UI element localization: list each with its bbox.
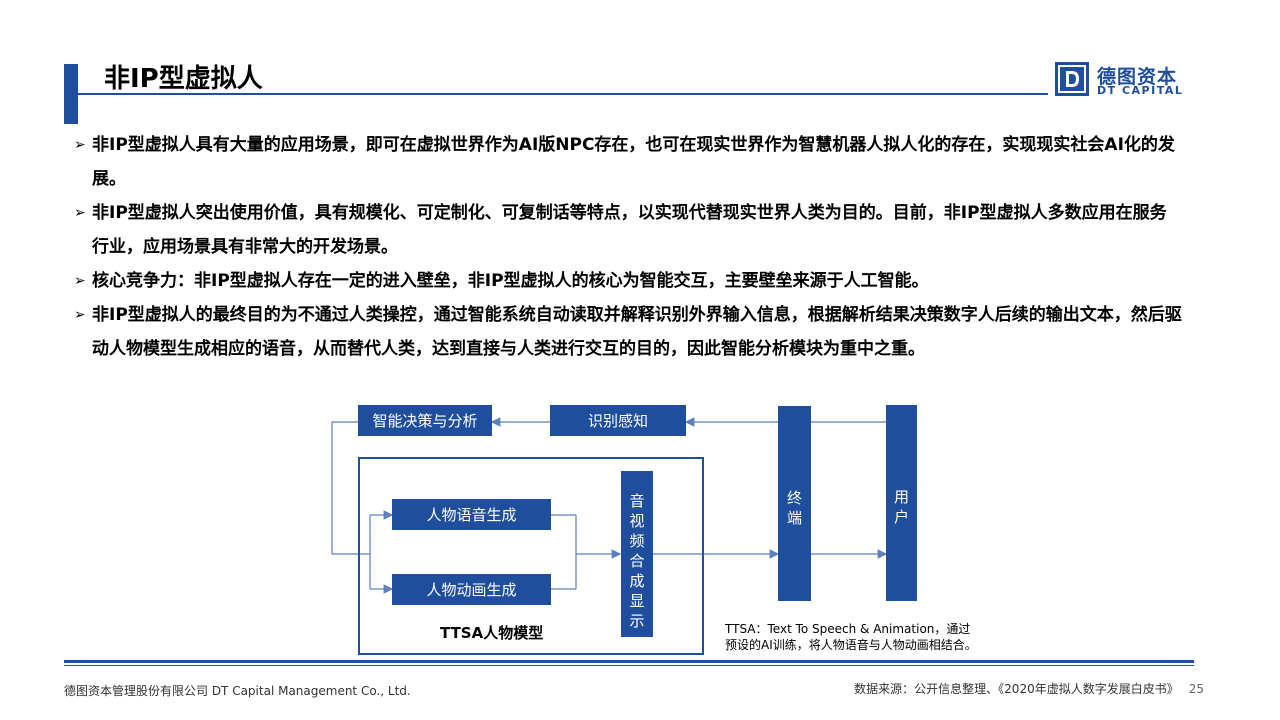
- title-accent-bar: [64, 64, 78, 124]
- bullet-arrow-icon: ➢: [74, 205, 86, 221]
- ttsa-model-frame: [358, 457, 704, 655]
- footer-source: 数据来源：公开信息整理、《2020年虚拟人数字发展白皮书》 25: [854, 680, 1204, 697]
- logo-english-name: DT CAPITAL: [1097, 84, 1184, 97]
- ttsa-note-line2: 预设的AI训练，将人物语音与人物动画相结合。: [725, 638, 977, 652]
- user-box: 用户: [886, 405, 917, 601]
- bullet-arrow-icon: ➢: [74, 307, 86, 323]
- bullet-text: 非IP型虚拟人具有大量的应用场景，即可在虚拟世界作为AI版NPC存在，也可在现实…: [92, 135, 1175, 189]
- terminal-box: 终端: [778, 406, 811, 601]
- bullet-text: 核心竞争力：非IP型虚拟人存在一定的进入壁垒，非IP型虚拟人的核心为智能交互，主…: [92, 271, 929, 291]
- animation-generation-box: 人物动画生成: [392, 574, 551, 605]
- ttsa-note-line1: TTSA：Text To Speech & Animation，通过: [725, 622, 971, 636]
- ttsa-note: TTSA：Text To Speech & Animation，通过 预设的AI…: [725, 621, 977, 653]
- terminal-label: 终端: [786, 489, 802, 527]
- page-title: 非IP型虚拟人: [104, 64, 263, 94]
- bullet-item: ➢ 非IP型虚拟人突出使用价值，具有规模化、可定制化、可复制话等特点，以实现代替…: [72, 196, 1182, 264]
- footer-source-text: 数据来源：公开信息整理、《2020年虚拟人数字发展白皮书》: [854, 682, 1179, 696]
- av-synthesis-label: 音视频合成显示: [629, 492, 645, 630]
- bullet-arrow-icon: ➢: [74, 273, 86, 289]
- speech-generation-box: 人物语音生成: [392, 499, 551, 530]
- title-underline: [78, 93, 1048, 95]
- bullet-item: ➢ 非IP型虚拟人的最终目的为不通过人类操控，通过智能系统自动读取并解释识别外界…: [72, 298, 1182, 366]
- company-logo: 德图资本 DT CAPITAL: [1055, 62, 1195, 98]
- bullet-text: 非IP型虚拟人突出使用价值，具有规模化、可定制化、可复制话等特点，以实现代替现实…: [92, 203, 1167, 257]
- logo-chinese-name: 德图资本: [1097, 66, 1178, 88]
- bullet-item: ➢ 核心竞争力：非IP型虚拟人存在一定的进入壁垒，非IP型虚拟人的核心为智能交互…: [72, 264, 1182, 298]
- dt-logo-icon: [1055, 62, 1089, 96]
- page-number: 25: [1188, 682, 1204, 696]
- ttsa-flow-diagram: 智能决策与分析 识别感知 人物语音生成 人物动画生成 TTSA人物模型 音视频合…: [330, 400, 1010, 660]
- decision-analysis-box: 智能决策与分析: [358, 405, 492, 436]
- recognition-box: 识别感知: [550, 405, 686, 436]
- bullet-text: 非IP型虚拟人的最终目的为不通过人类操控，通过智能系统自动读取并解释识别外界输入…: [92, 305, 1182, 359]
- footer-divider: [64, 660, 1194, 663]
- bullet-arrow-icon: ➢: [74, 137, 86, 153]
- ttsa-model-label: TTSA人物模型: [440, 624, 544, 642]
- user-label: 用户: [893, 488, 909, 526]
- bullet-item: ➢ 非IP型虚拟人具有大量的应用场景，即可在虚拟世界作为AI版NPC存在，也可在…: [72, 128, 1182, 196]
- bullet-list: ➢ 非IP型虚拟人具有大量的应用场景，即可在虚拟世界作为AI版NPC存在，也可在…: [72, 128, 1182, 366]
- footer-company: 德图资本管理股份有限公司 DT Capital Management Co., …: [64, 684, 411, 698]
- footer-divider-thin: [64, 665, 1194, 666]
- av-synthesis-box: 音视频合成显示: [621, 471, 653, 637]
